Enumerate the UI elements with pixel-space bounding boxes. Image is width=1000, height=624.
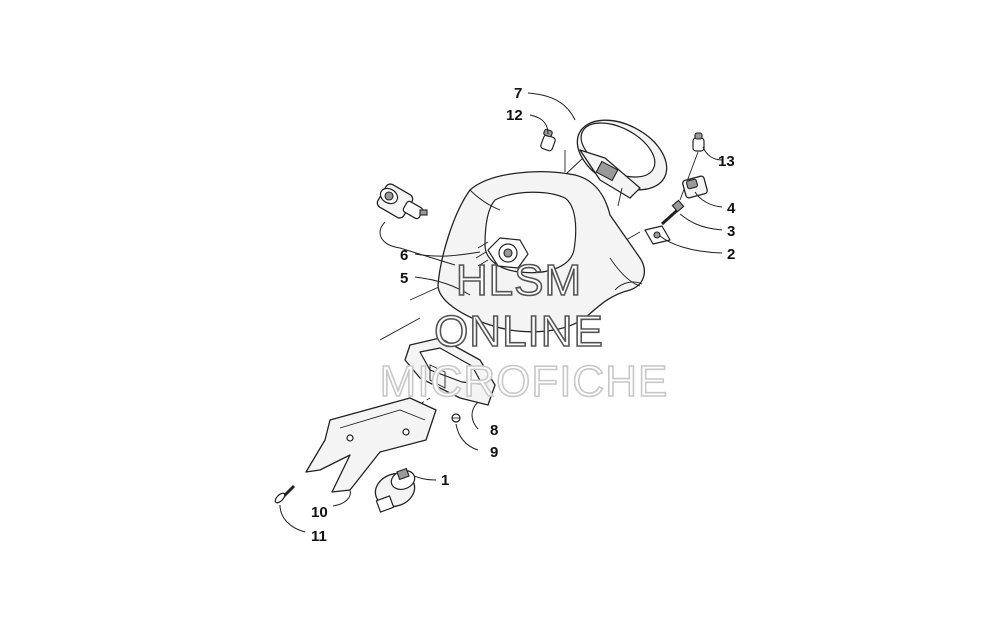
watermark-line-3: MICROFICHE — [380, 357, 669, 406]
callout-2: 2 — [727, 246, 735, 263]
callout-7: 7 — [514, 85, 522, 102]
callout-11: 11 — [311, 528, 327, 545]
bolt — [274, 484, 296, 504]
nut — [475, 237, 529, 269]
callout-labels: 1 2 3 4 5 6 7 8 9 10 11 12 13 — [311, 85, 736, 545]
callout-13: 13 — [718, 153, 735, 170]
watermark: HLSM ONLINE MICROFICHE — [379, 255, 669, 407]
callout-6: 6 — [400, 247, 408, 264]
toggle-switch — [682, 175, 708, 199]
callout-10: 10 — [311, 504, 328, 521]
leader-lines — [279, 92, 723, 533]
pin — [660, 199, 685, 226]
lower-bezel — [404, 337, 496, 406]
mounting-bracket — [305, 397, 437, 493]
callout-8: 8 — [490, 422, 498, 439]
callout-5: 5 — [400, 270, 408, 287]
power-outlet — [376, 183, 428, 220]
callout-1: 1 — [441, 472, 449, 489]
callout-3: 3 — [727, 223, 735, 240]
callout-9: 9 — [490, 444, 498, 461]
watermark-line-1: HLSM — [456, 256, 582, 305]
bulb — [679, 132, 705, 201]
speedometer-gauge — [565, 119, 668, 207]
ignition-switch — [374, 467, 416, 513]
screw — [451, 413, 461, 423]
callout-12: 12 — [506, 107, 523, 124]
watermark-line-2: ONLINE — [434, 307, 604, 356]
bezel-washer — [644, 225, 671, 245]
callout-4: 4 — [727, 200, 736, 217]
